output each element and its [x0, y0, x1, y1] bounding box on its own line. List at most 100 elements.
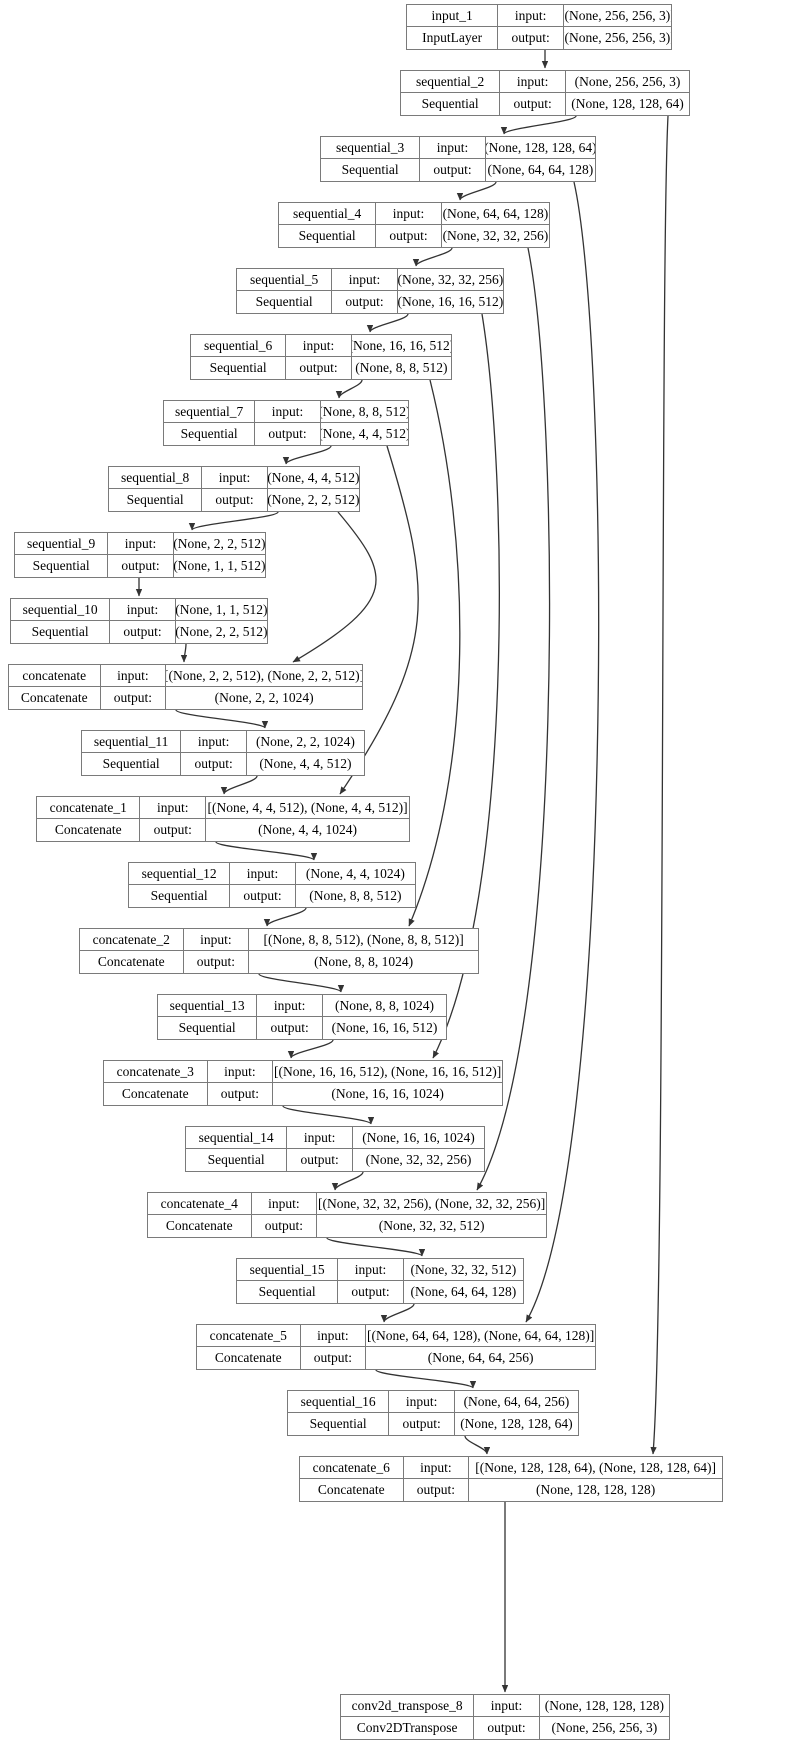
- input-shape: (None, 1, 1, 512): [175, 601, 268, 617]
- layer-name: concatenate_3: [104, 1061, 208, 1082]
- layer-name: sequential_14: [186, 1127, 288, 1148]
- layer-name: sequential_15: [237, 1259, 339, 1280]
- layer-class: Sequential: [15, 555, 109, 577]
- output-label: output:: [255, 423, 321, 445]
- input-label: input:: [181, 731, 247, 752]
- input-shape: (None, 4, 4, 1024): [305, 865, 405, 881]
- input-shape: [(None, 64, 64, 128), (None, 64, 64, 128…: [367, 1327, 595, 1343]
- layer-class: Sequential: [401, 93, 501, 115]
- output-shape: (None, 1, 1, 512): [173, 558, 265, 574]
- input-label: input:: [332, 269, 398, 290]
- input-shape: [(None, 128, 128, 64), (None, 128, 128, …: [475, 1459, 716, 1475]
- input-shape: [(None, 32, 32, 256), (None, 32, 32, 256…: [318, 1195, 546, 1211]
- input-label: input:: [184, 929, 250, 950]
- edge-concatenate_2-to-sequential_13: [258, 973, 345, 993]
- edge-sequential_8-to-concatenate: [292, 511, 377, 663]
- input-shape: (None, 128, 128, 64): [485, 139, 595, 155]
- edge-sequential_3-to-sequential_4: [456, 181, 497, 201]
- input-label: input:: [208, 1061, 274, 1082]
- layer-class: Sequential: [164, 423, 256, 445]
- layer-class: Sequential: [109, 489, 203, 511]
- output-label: output:: [184, 951, 250, 973]
- layer-name: concatenate_1: [37, 797, 141, 818]
- edge-concatenate_4-to-sequential_15: [326, 1237, 426, 1257]
- edge-concatenate-to-sequential_11: [175, 709, 269, 729]
- output-label: output:: [287, 1149, 353, 1171]
- output-shape: [(None, 256, 256, 3)]: [563, 30, 671, 46]
- input-shape: [(None, 8, 8, 512), (None, 8, 8, 512)]: [263, 931, 464, 947]
- output-shape: (None, 16, 16, 512): [331, 1020, 438, 1036]
- layer-name: concatenate: [9, 665, 101, 686]
- layer-name: sequential_2: [401, 71, 501, 92]
- input-shape: (None, 16, 16, 512): [351, 337, 451, 353]
- input-shape: (None, 256, 256, 3): [574, 73, 681, 89]
- layer-class: Sequential: [129, 885, 231, 907]
- layer-class: Concatenate: [197, 1347, 301, 1369]
- input-label: input:: [230, 863, 296, 884]
- layer-name: concatenate_2: [80, 929, 184, 950]
- output-label: output:: [101, 687, 167, 709]
- layer-name: sequential_6: [191, 335, 287, 356]
- edge-sequential_6-to-sequential_7: [335, 379, 363, 399]
- input-shape: [(None, 2, 2, 512), (None, 2, 2, 512)]: [166, 667, 362, 683]
- output-label: output:: [108, 555, 174, 577]
- edge-sequential_10-to-concatenate: [180, 643, 188, 663]
- edge-sequential_2-to-concatenate_6: [650, 115, 669, 1455]
- input-shape: (None, 4, 4, 512): [267, 469, 359, 485]
- layer-class: Sequential: [11, 621, 111, 643]
- layer-name: concatenate_6: [300, 1457, 404, 1478]
- output-label: output:: [500, 93, 566, 115]
- layer-class: Concatenate: [104, 1083, 208, 1105]
- edge-sequential_2-to-sequential_3: [500, 115, 577, 135]
- layer-class: Sequential: [237, 291, 333, 313]
- edge-sequential_15-to-concatenate_5: [380, 1303, 415, 1323]
- layer-class: Concatenate: [9, 687, 101, 709]
- edge-concatenate_1-to-sequential_12: [215, 841, 318, 861]
- layer-class: Sequential: [237, 1281, 339, 1303]
- output-label: output:: [140, 819, 207, 841]
- edge-sequential_4-to-sequential_5: [412, 247, 453, 267]
- layer-name: concatenate_4: [148, 1193, 252, 1214]
- layer-name: sequential_10: [11, 599, 111, 620]
- input-label: input:: [404, 1457, 470, 1478]
- input-label: input:: [108, 533, 174, 554]
- edge-sequential_5-to-sequential_6: [366, 313, 409, 333]
- input-label: input:: [110, 599, 176, 620]
- output-shape: (None, 256, 256, 3): [551, 1720, 658, 1736]
- edge-concatenate_5-to-sequential_16: [375, 1369, 477, 1389]
- input-label: input:: [376, 203, 442, 224]
- edge-sequential_3-to-concatenate_5: [525, 181, 600, 1323]
- layer-class: Concatenate: [37, 819, 141, 841]
- layer-name: sequential_13: [158, 995, 258, 1016]
- output-label: output:: [252, 1215, 318, 1237]
- output-shape: (None, 64, 64, 256): [427, 1350, 534, 1366]
- output-shape: (None, 2, 2, 1024): [214, 690, 314, 706]
- edge-sequential_16-to-concatenate_6: [464, 1435, 491, 1455]
- output-shape: (None, 4, 4, 1024): [258, 822, 358, 838]
